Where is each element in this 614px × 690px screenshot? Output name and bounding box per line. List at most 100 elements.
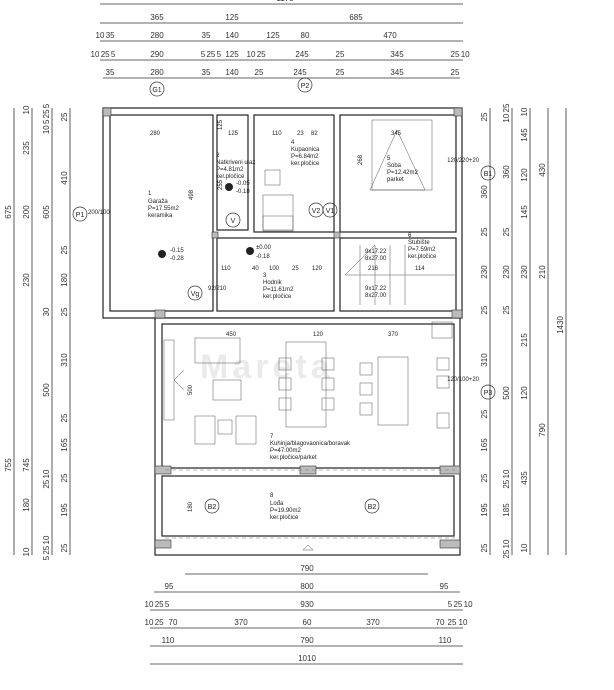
dimension-label: 5 bbox=[165, 600, 170, 609]
svg-text:110: 110 bbox=[221, 266, 231, 272]
dimension-label: 120 bbox=[520, 386, 529, 400]
svg-text:1: 1 bbox=[148, 191, 152, 197]
watermark: Mareta bbox=[200, 348, 334, 386]
dimension-label: 235 bbox=[22, 141, 31, 155]
dimension-label: 25 bbox=[60, 307, 69, 316]
svg-text:9x17.22: 9x17.22 bbox=[365, 286, 387, 292]
svg-text:ker.pločice: ker.pločice bbox=[291, 161, 320, 167]
svg-text:200/100: 200/100 bbox=[88, 210, 110, 216]
markers: G1 P2 P1 B1 P3 B2 B2 V V1 V2 Vg bbox=[72, 77, 496, 514]
dimension-label: 25 bbox=[480, 112, 489, 121]
marker-g1: G1 bbox=[152, 87, 161, 94]
svg-text:120/220+20: 120/220+20 bbox=[447, 158, 480, 164]
dimension-label: 10 bbox=[42, 125, 51, 134]
svg-text:125: 125 bbox=[228, 131, 239, 137]
svg-text:-0.18: -0.18 bbox=[236, 189, 250, 195]
dimension-label: 1010 bbox=[298, 654, 316, 663]
dimension-label: 25 bbox=[206, 50, 215, 59]
svg-text:ker.pločice: ker.pločice bbox=[270, 515, 299, 521]
dimension-label: 110 bbox=[162, 636, 175, 645]
svg-text:6: 6 bbox=[408, 233, 412, 239]
dimension-label: 280 bbox=[150, 31, 164, 40]
dimension-label: 5 bbox=[201, 50, 206, 59]
svg-text:7: 7 bbox=[270, 434, 274, 440]
dimension-label: 10 bbox=[461, 50, 470, 59]
svg-text:8: 8 bbox=[270, 493, 274, 499]
svg-text:Stubište: Stubište bbox=[408, 240, 430, 246]
svg-text:P=17.55m2: P=17.55m2 bbox=[148, 206, 180, 212]
dimension-label: 25 bbox=[480, 227, 489, 236]
dimension-label: 5 bbox=[217, 50, 222, 59]
dimension-label: 25 bbox=[453, 600, 462, 609]
dimension-label: 605 bbox=[42, 205, 51, 219]
dimension-label: 165 bbox=[480, 438, 489, 452]
svg-text:9x17.22: 9x17.22 bbox=[365, 249, 387, 255]
dimension-label: 5 bbox=[42, 103, 51, 108]
dimension-label: 230 bbox=[520, 265, 529, 279]
svg-text:500: 500 bbox=[188, 384, 194, 395]
dimension-label: 25 bbox=[480, 473, 489, 482]
marker-p3: P3 bbox=[484, 390, 493, 397]
dimension-label: 110 bbox=[439, 636, 452, 645]
dimension-label: 25 bbox=[42, 109, 51, 118]
dimension-label: 360 bbox=[502, 165, 511, 179]
dimension-label: 195 bbox=[480, 503, 489, 517]
dimension-label: 25 bbox=[42, 545, 51, 554]
dimension-label: 25 bbox=[60, 543, 69, 552]
dimension-label: 125 bbox=[225, 50, 239, 59]
marker-b2: B2 bbox=[208, 504, 217, 511]
dimension-label: 25 bbox=[60, 473, 69, 482]
svg-text:23: 23 bbox=[297, 131, 304, 137]
marker-p2: P2 bbox=[301, 83, 310, 90]
dimension-label: 5 bbox=[42, 119, 51, 124]
dimension-label: 35 bbox=[106, 68, 115, 77]
svg-text:370: 370 bbox=[388, 332, 399, 338]
dimension-label: 800 bbox=[300, 582, 314, 591]
dimension-label: 35 bbox=[106, 31, 115, 40]
svg-text:450: 450 bbox=[226, 332, 237, 338]
dimension-label: 25 bbox=[451, 50, 460, 59]
dimension-label: 500 bbox=[42, 383, 51, 397]
dimension-label: 180 bbox=[60, 273, 69, 287]
dimension-label: 1430 bbox=[556, 316, 565, 334]
dimension-label: 345 bbox=[390, 50, 404, 59]
svg-text:-0.05: -0.05 bbox=[236, 181, 250, 187]
marker-b1: B1 bbox=[484, 171, 493, 178]
dimension-label: 95 bbox=[165, 582, 174, 591]
svg-text:4: 4 bbox=[291, 140, 295, 146]
svg-text:parket: parket bbox=[387, 177, 404, 183]
dimension-label: 25 bbox=[448, 618, 457, 627]
dimension-label: 930 bbox=[300, 600, 314, 609]
dimension-label: 10 bbox=[42, 469, 51, 478]
svg-text:82: 82 bbox=[311, 131, 318, 137]
dimension-label: 10 bbox=[502, 539, 511, 548]
svg-text:Hodnik: Hodnik bbox=[263, 280, 283, 286]
door-marker-v2: V2 bbox=[312, 208, 321, 215]
dimension-label: 125 bbox=[225, 13, 239, 22]
dimension-label: 210 bbox=[538, 265, 547, 279]
dimension-label: 140 bbox=[225, 68, 239, 77]
svg-text:100: 100 bbox=[269, 266, 280, 272]
dimension-label: 10 bbox=[502, 113, 511, 122]
dimension-label: 10 bbox=[464, 600, 473, 609]
svg-text:3: 3 bbox=[263, 273, 267, 279]
svg-text:-0.15: -0.15 bbox=[170, 248, 184, 254]
dimension-label: 145 bbox=[520, 205, 529, 219]
dimension-label: 790 bbox=[300, 636, 314, 645]
svg-text:2: 2 bbox=[216, 153, 220, 159]
dimension-label: 5 bbox=[111, 50, 116, 59]
dimension-label: 435 bbox=[520, 471, 529, 485]
svg-text:345: 345 bbox=[391, 131, 402, 137]
svg-text:Kuhinja/blagovaonica/boravak: Kuhinja/blagovaonica/boravak bbox=[270, 441, 351, 447]
dimension-label: 25 bbox=[502, 479, 511, 488]
dimension-label: 145 bbox=[520, 128, 529, 142]
dimension-label: 365 bbox=[150, 13, 164, 22]
svg-text:92/210: 92/210 bbox=[208, 286, 227, 292]
svg-text:120: 120 bbox=[312, 266, 323, 272]
svg-text:keramika: keramika bbox=[148, 213, 173, 219]
dimension-label: 410 bbox=[60, 171, 69, 185]
